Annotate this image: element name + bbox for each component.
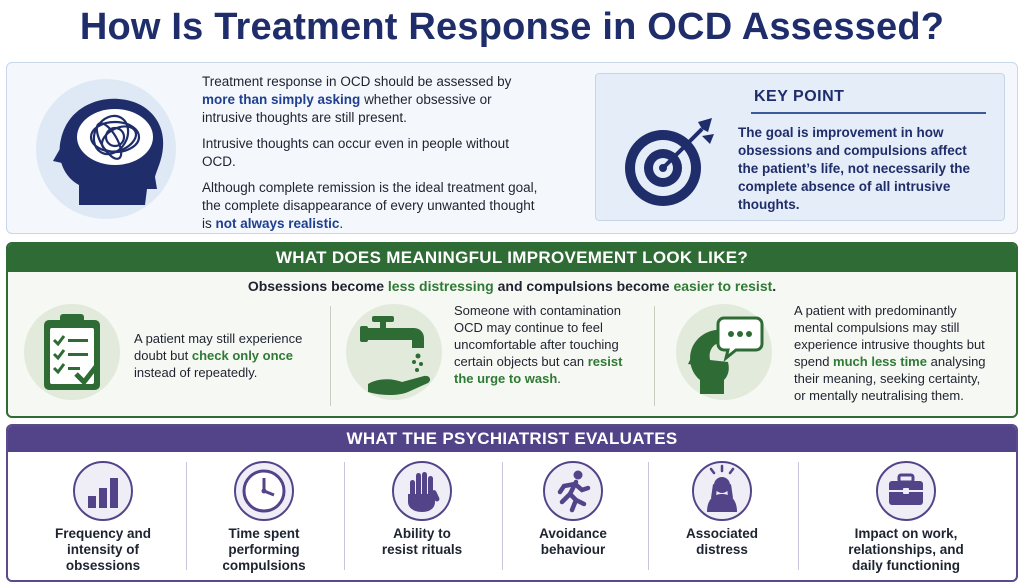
faucet-hand-icon — [360, 316, 431, 395]
improvement-section: WHAT DOES MEANINGFUL IMPROVEMENT LOOK LI… — [6, 242, 1018, 418]
head-tangled-thoughts-icon — [36, 79, 176, 219]
eval-label: Ability to resist rituals — [381, 526, 463, 557]
divider — [648, 462, 649, 570]
eval-label: Impact on work, relationships, and daily… — [848, 526, 964, 573]
improvement-subtitle: Obsessions become less distressing and c… — [247, 278, 777, 294]
key-point-box: KEY POINT The goal is improvement in how… — [595, 73, 1005, 221]
eval-item-impact: Impact on work, relationships, and daily… — [804, 456, 1008, 580]
bar-chart-icon — [73, 461, 133, 521]
target-arrow-icon — [625, 118, 714, 206]
eval-item-avoidance: Avoidance behaviour — [508, 456, 638, 580]
key-point-text: The goal is improvement in how obsession… — [738, 125, 971, 212]
distressed-person-icon — [692, 461, 752, 521]
briefcase-icon — [876, 461, 936, 521]
eval-label: Avoidance behaviour — [539, 526, 607, 557]
page-title: How Is Treatment Response in OCD Assesse… — [79, 6, 945, 48]
intro-paragraph-1: Treatment response in OCD should be asse… — [202, 74, 512, 125]
evaluates-header: WHAT THE PSYCHIATRIST EVALUATES — [8, 426, 1016, 452]
example-checking: A patient may still experience doubt but… — [8, 300, 328, 412]
eval-item-time: Time spent performing compulsions — [194, 456, 334, 580]
example-mental-compulsions: A patient with predominantly mental comp… — [658, 300, 1016, 412]
eval-label: Associated distress — [685, 526, 759, 557]
improvement-header: WHAT DOES MEANINGFUL IMPROVEMENT LOOK LI… — [8, 244, 1016, 272]
intro-paragraph-3: Although complete remission is the ideal… — [202, 180, 538, 231]
divider — [344, 462, 345, 570]
eval-item-distress: Associated distress — [654, 456, 790, 580]
divider — [798, 462, 799, 570]
example-mental-text: A patient with predominantly mental comp… — [794, 303, 986, 403]
key-point-divider — [751, 112, 986, 114]
eval-label: Time spent performing compulsions — [222, 526, 306, 573]
running-person-icon — [543, 461, 603, 521]
clock-icon — [234, 461, 294, 521]
intro-panel: Treatment response in OCD should be asse… — [6, 62, 1018, 234]
divider — [502, 462, 503, 570]
example-contamination-text: Someone with contamination OCD may conti… — [454, 303, 623, 386]
evaluates-section: WHAT THE PSYCHIATRIST EVALUATES Frequenc… — [6, 424, 1018, 582]
example-checking-text: A patient may still experience doubt but… — [134, 331, 303, 380]
raised-hand-icon — [392, 461, 452, 521]
divider — [330, 306, 331, 406]
intro-paragraph-2: Intrusive thoughts can occur even in peo… — [202, 136, 509, 169]
eval-item-resist: Ability to resist rituals — [352, 456, 492, 580]
divider — [654, 306, 655, 406]
eval-item-frequency: Frequency and intensity of obsessions — [28, 456, 178, 580]
intro-text: Treatment response in OCD should be asse… — [202, 73, 542, 241]
head-thought-bubble-icon — [688, 316, 764, 394]
divider — [186, 462, 187, 570]
eval-label: Frequency and intensity of obsessions — [54, 526, 152, 573]
key-point-title: KEY POINT — [754, 88, 845, 105]
clipboard-checklist-icon — [44, 314, 100, 390]
example-contamination: Someone with contamination OCD may conti… — [334, 300, 654, 412]
